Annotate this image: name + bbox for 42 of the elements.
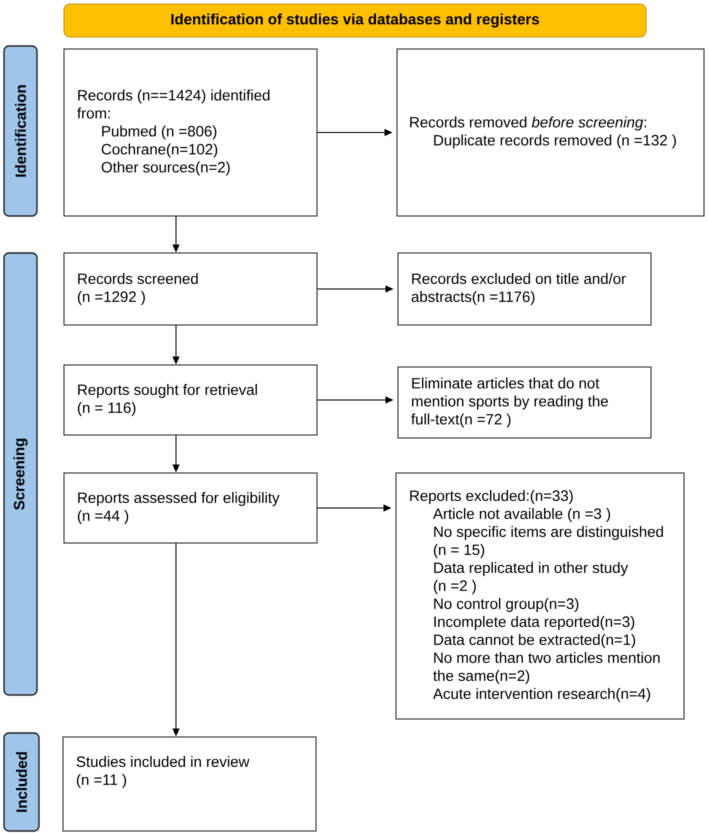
flow-box	[64, 472, 318, 544]
flow-box	[398, 366, 652, 438]
list-item: No control group(n=3)	[434, 598, 578, 612]
box-text: Eliminate articles that do not mention sports by reading the full-text(n =72 )	[411, 378, 608, 428]
list-item: Pubmed (n =806)	[102, 126, 216, 140]
phase-band	[3, 252, 38, 696]
phase-label: Screening	[13, 438, 28, 510]
banner-title: Identification of studies via databases and registers	[171, 13, 539, 28]
phase-band	[3, 45, 38, 217]
phase-label: Identification	[15, 85, 26, 177]
box-text: Studies included in review	[76, 756, 250, 768]
box-text: (n =11 )	[76, 774, 126, 788]
box-heading: Records (n==1424) identified from:	[77, 90, 270, 119]
header-banner	[64, 4, 646, 38]
flow-box	[398, 252, 652, 326]
list-item: Article not available (n =3 )	[433, 508, 610, 522]
phase-band	[3, 732, 40, 832]
box-heading: Reports excluded:(n=33)	[410, 490, 573, 504]
flow-box	[64, 252, 318, 326]
box-text: Reports sought for retrieval	[78, 384, 257, 398]
box-text: Reports assessed for eligibility	[78, 492, 280, 506]
list-item: Data cannot be extracted(n=1)	[434, 634, 636, 648]
phase-label: Included	[16, 752, 27, 812]
flow-box	[62, 736, 316, 832]
list-item: Acute intervention research(n=4)	[433, 688, 650, 702]
list-item: Data replicated in other study (n =2 )	[434, 562, 628, 594]
flow-box	[64, 48, 318, 216]
list-item: Duplicate records removed (n =132 )	[434, 134, 676, 148]
list-item: Cochrane(n=102)	[102, 144, 218, 158]
list-item: No specific items are distinguished (n = 15)	[434, 526, 663, 558]
box-text: Records screened	[78, 273, 198, 284]
list-item: Incomplete data reported(n=3)	[434, 616, 634, 630]
flow-box	[64, 364, 318, 436]
box-text: (n = 116)	[78, 402, 136, 416]
box-text: (n =44 )	[78, 510, 128, 524]
box-heading: Records removed before screening:	[410, 116, 646, 130]
box-text: (n =1292 )	[78, 291, 145, 305]
list-item: Other sources(n=2)	[102, 162, 230, 176]
list-item: No more than two articles mention the same(n=2)	[433, 652, 660, 684]
flow-box	[396, 472, 684, 720]
box-text: Records excluded on title and/or abstracts(n =1176)	[412, 273, 626, 305]
flow-box	[396, 48, 704, 216]
